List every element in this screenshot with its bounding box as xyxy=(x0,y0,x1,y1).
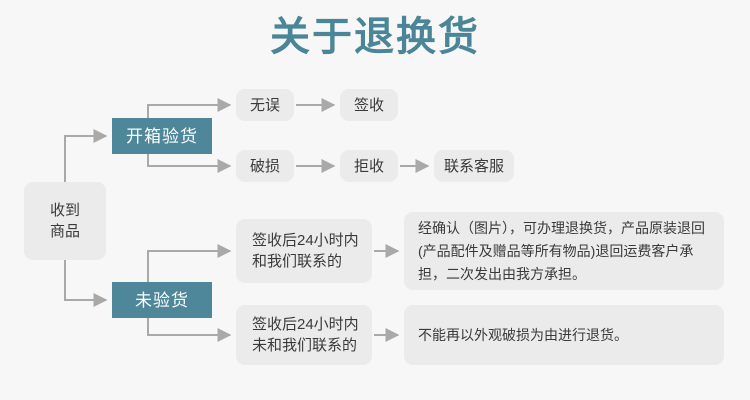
node-policy-not-returnable: 不能再以外观破损为由进行退货。 xyxy=(404,305,724,365)
node-no-error: 无误 xyxy=(236,89,294,121)
node-not-inspected: 未验货 xyxy=(112,282,212,318)
node-not-contacted-within-24h: 签收后24小时内 未和我们联系的 xyxy=(236,305,372,365)
edge-open-to-damaged xyxy=(147,154,232,173)
edge-start-to-open xyxy=(64,129,108,182)
node-reject: 拒收 xyxy=(340,150,398,182)
edge-start-to-not-inspected xyxy=(64,260,108,307)
edge-open-to-noerror xyxy=(147,98,232,118)
node-contacted-within-24h: 签收后24小时内 和我们联系的 xyxy=(236,219,372,283)
node-damaged: 破损 xyxy=(236,150,294,182)
node-contact-service: 联系客服 xyxy=(434,150,514,182)
edge-notinspected-to-not24 xyxy=(147,318,232,342)
node-sign-for: 签收 xyxy=(340,89,398,121)
node-policy-returnable: 经确认（图片），可办理退换货，产品原装退回(产品配件及赠品等所有物品)退回运费客… xyxy=(404,212,724,290)
node-open-and-inspect: 开箱验货 xyxy=(112,118,212,154)
node-start: 收到 商品 xyxy=(24,182,106,260)
page-title: 关于退换货 xyxy=(270,15,480,59)
edge-notinspected-to-within24 xyxy=(147,244,232,282)
